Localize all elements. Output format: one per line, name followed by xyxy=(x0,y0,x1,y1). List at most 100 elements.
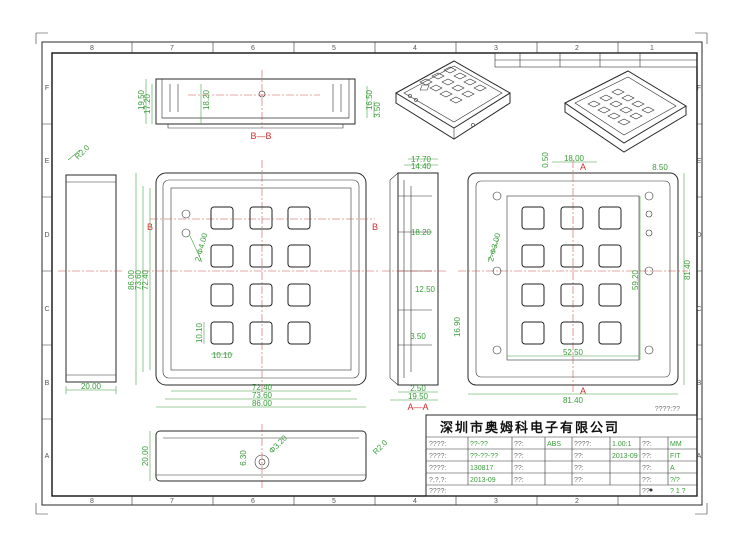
section-aa-view: 17.70 14.40 18.20 12.50 3.50 16.90 2.50 … xyxy=(382,155,462,412)
dim-back-4: 52.50 xyxy=(563,348,584,357)
dim-sect-6: 2.50 xyxy=(410,384,426,393)
dim-front-holes: 2-Φ4.00 xyxy=(193,232,209,263)
company-name: 深圳市奥姆科电子有限公司 xyxy=(440,420,620,435)
grid-row-b: B xyxy=(45,380,50,387)
section-label-bb: B—B xyxy=(250,131,271,141)
inner-frame xyxy=(51,52,698,497)
title-block-cell-r0-c7: MM xyxy=(670,441,682,448)
grid-row-d-right: D xyxy=(696,232,701,239)
dim-sect-7: 19.50 xyxy=(408,392,429,401)
dim-front-width-inner: 72.40 xyxy=(252,383,273,392)
dim-top-1: 17.20 xyxy=(143,93,152,114)
title-block-cell-r2-c7: A xyxy=(670,465,675,472)
grid-col-3-bottom: 3 xyxy=(494,498,498,505)
title-block-cell-r0-c3: ABS xyxy=(547,441,561,448)
dim-key-width: 10.10 xyxy=(212,351,233,360)
grid-col-2: 2 xyxy=(575,45,579,52)
title-block-cell-r3-c1: 2013-09 xyxy=(470,477,496,484)
title-block-cell-r1-c1: ??-??-?? xyxy=(470,453,498,460)
back-keypad xyxy=(521,206,622,345)
title-block-cell-r3-c6: ??: xyxy=(642,477,652,484)
grid-row-labels-left: F E D C B A xyxy=(44,85,49,460)
dim-sect-4: 3.50 xyxy=(410,332,426,341)
front-view: B B 86.00 73.60 72.40 72.40 73.60 86.00 … xyxy=(127,160,380,408)
grid-col-4-bottom: 4 xyxy=(413,498,417,505)
isometric-front-view xyxy=(395,60,511,140)
grid-row-b-right: B xyxy=(697,380,702,387)
title-block-cell-r2-c1: 130817 xyxy=(470,465,493,472)
corner-marks xyxy=(35,32,708,515)
back-view: A A 18.00 0.50 8.50 59.20 52.50 81.40 81… xyxy=(458,152,692,405)
dim-sect-0: 17.70 xyxy=(411,155,432,164)
title-block-cell-r1-c7: FIT xyxy=(670,453,681,460)
dim-bottom-1: 6.30 xyxy=(239,450,248,466)
title-block-cell-r0-c0: ????: xyxy=(429,441,447,448)
grid-ticks xyxy=(42,42,702,505)
title-block-cell-r3-c2: ??: xyxy=(514,477,524,484)
grid-row-e-right: E xyxy=(697,158,702,165)
iso-keys-front xyxy=(419,84,430,91)
title-block-cell-r4-c7: ? 1 ? xyxy=(670,488,686,495)
grid-column-labels-top: 8 7 6 5 4 3 2 1 xyxy=(90,45,654,52)
title-block-cell-r1-c4: ??: xyxy=(574,453,584,460)
dim-back-3: 59.20 xyxy=(631,269,640,290)
title-block-cell-r1-c5: 2013-09 xyxy=(612,453,638,460)
title-block-cell-r1-c6: ??: xyxy=(642,453,652,460)
grid-row-f-right: F xyxy=(697,85,701,92)
dim-sect-3: 12.50 xyxy=(415,285,436,294)
title-block-cell-r0-c6: ??: xyxy=(642,441,652,448)
title-block-cell-r1-c2: ??: xyxy=(514,453,524,460)
dim-side-angle: R2.0 xyxy=(73,143,92,162)
title-block-cell-r3-c0: ?,?,?: xyxy=(429,477,447,484)
grid-col-5: 5 xyxy=(332,45,336,52)
title-block-cell-r2-c0: ????: xyxy=(429,465,447,472)
title-block-cell-r0-c1: ??-?? xyxy=(470,441,488,448)
isometric-back-view xyxy=(564,70,687,153)
dim-front-width-outer: 86.00 xyxy=(252,399,273,408)
dim-top-4: 3.50 xyxy=(373,102,382,118)
dim-sect-5: 16.90 xyxy=(453,316,462,337)
front-keypad xyxy=(210,206,311,345)
dim-back-6: 81.40 xyxy=(563,396,584,405)
grid-col-6-bottom: 6 xyxy=(251,498,255,505)
title-block-cell-r4-c6: ?? xyxy=(642,488,650,495)
grid-col-8-bottom: 8 xyxy=(90,498,94,505)
dim-top-3: 16.50 xyxy=(365,89,374,110)
dim-bottom-2: Φ3.20 xyxy=(267,433,289,455)
grid-row-c-right: C xyxy=(696,306,701,313)
dim-front-height-inner: 73.60 xyxy=(134,269,143,290)
dim-top-2: 18.20 xyxy=(202,89,211,110)
dim-front-height-outer: 86.00 xyxy=(127,269,136,290)
title-block-cell-r3-c4: ??: xyxy=(574,477,584,484)
title-block-note: ????:?? xyxy=(655,406,680,413)
title-block: ????:?? 深圳市奥姆科电子有限公司 xyxy=(425,406,698,497)
dim-bottom-3: R2.0 xyxy=(371,438,390,457)
title-block-cell-r2-c4: ??: xyxy=(574,465,584,472)
bottom-view: 20.00 6.30 Φ3.20 R2.0 xyxy=(141,424,390,490)
grid-row-a-right: A xyxy=(697,453,702,460)
dim-top-0: 19.50 xyxy=(137,89,146,110)
dim-back-1: 0.50 xyxy=(541,152,550,168)
dim-side-depth: 20.00 xyxy=(81,382,102,391)
title-block-rows: ????: ??-????: ABS????: 1.00:1??: MM????: ??-… xyxy=(429,441,686,495)
dim-sect-2: 18.20 xyxy=(411,228,432,237)
section-label-aa: A—A xyxy=(407,402,428,412)
dim-back-5: 81.40 xyxy=(683,259,692,280)
dim-front-height-mid: 72.40 xyxy=(141,269,150,290)
title-block-cell-r2-c6: ??: xyxy=(642,465,652,472)
page-dot xyxy=(649,488,653,492)
outer-frame xyxy=(41,41,703,506)
grid-row-c: C xyxy=(44,306,49,313)
dim-bottom-0: 20.00 xyxy=(141,445,150,466)
left-side-view: 20.00 R2.0 xyxy=(58,143,124,394)
grid-col-7: 7 xyxy=(170,45,174,52)
dim-back-0: 18.00 xyxy=(564,154,585,163)
title-block-cell-r3-c7: ?/? xyxy=(670,477,680,484)
dim-back-7: 2-Φ3.00 xyxy=(486,232,502,263)
grid-row-e: E xyxy=(45,158,50,165)
grid-column-labels-bottom: 8 7 6 5 4 3 2 xyxy=(90,498,579,505)
grid-col-3: 3 xyxy=(494,45,498,52)
title-block-cell-r0-c5: 1.00:1 xyxy=(612,441,632,448)
